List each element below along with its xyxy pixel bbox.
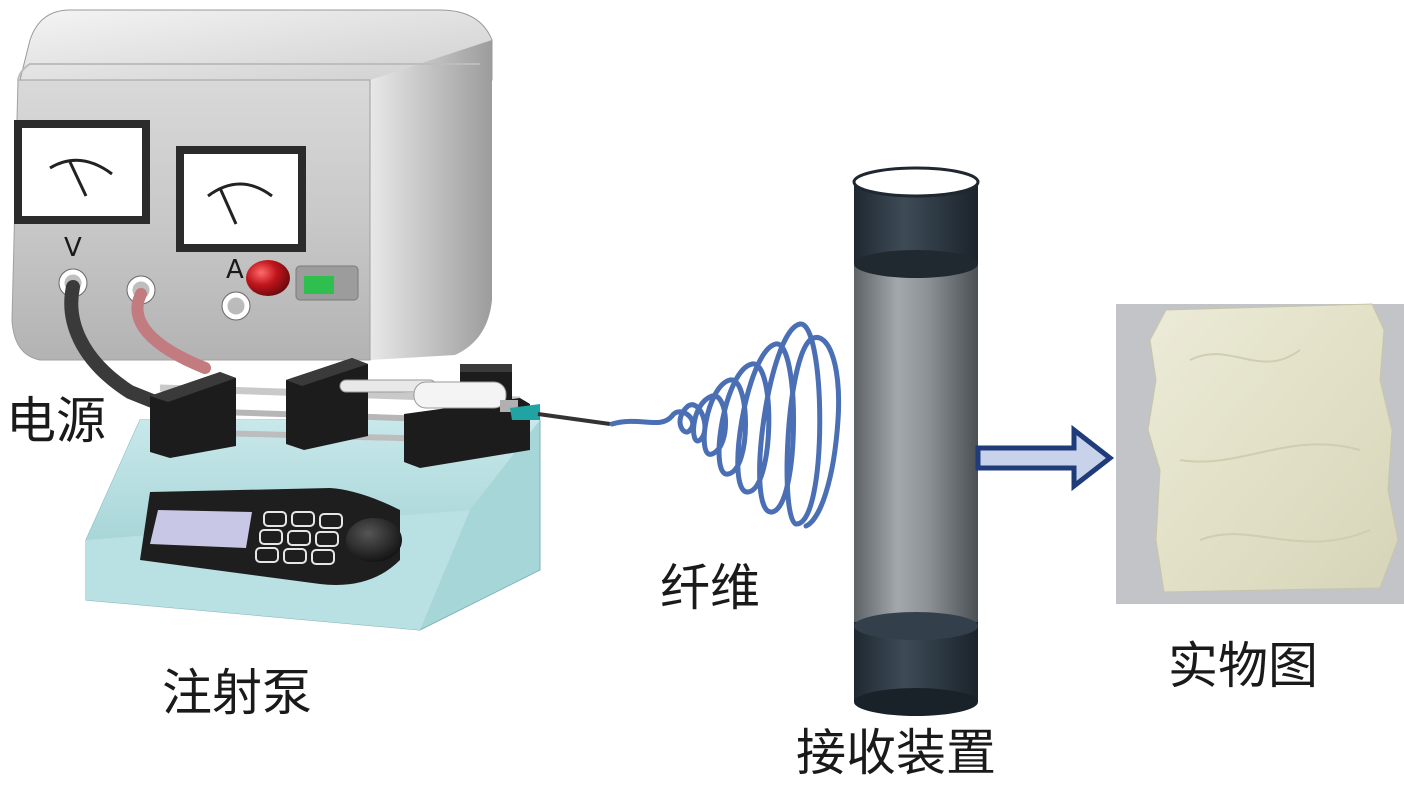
power-supply-label: 电源 bbox=[6, 392, 106, 450]
ammeter-gauge bbox=[176, 146, 306, 252]
fiber-mat-sample bbox=[1147, 303, 1399, 593]
black-cable bbox=[64, 280, 167, 411]
syringe-pump bbox=[85, 358, 611, 631]
syringe-pump-label: 注射泵 bbox=[162, 664, 312, 722]
needle bbox=[537, 412, 611, 426]
needle-hub bbox=[510, 404, 540, 420]
red-knob-icon bbox=[246, 260, 290, 296]
power-supply: V A bbox=[11, 9, 493, 361]
pump-display-screen bbox=[150, 510, 252, 548]
collector-label: 接收装置 bbox=[796, 724, 996, 782]
pump-keypad bbox=[255, 511, 343, 565]
red-cable bbox=[131, 288, 211, 374]
fiber-spiral bbox=[609, 321, 842, 529]
voltage-terminal-label: V bbox=[64, 233, 82, 263]
current-terminal-label: A bbox=[226, 255, 244, 285]
current-terminal bbox=[222, 292, 250, 320]
photo-label: 实物图 bbox=[1168, 637, 1318, 695]
collector-cylinder bbox=[852, 166, 980, 716]
pump-dial-icon bbox=[346, 518, 402, 562]
voltmeter-gauge bbox=[14, 120, 150, 224]
sample-photo bbox=[1116, 303, 1404, 604]
fiber-label: 纤维 bbox=[660, 559, 760, 617]
right-arrow-icon bbox=[975, 424, 1115, 492]
green-indicator-light bbox=[304, 276, 334, 294]
